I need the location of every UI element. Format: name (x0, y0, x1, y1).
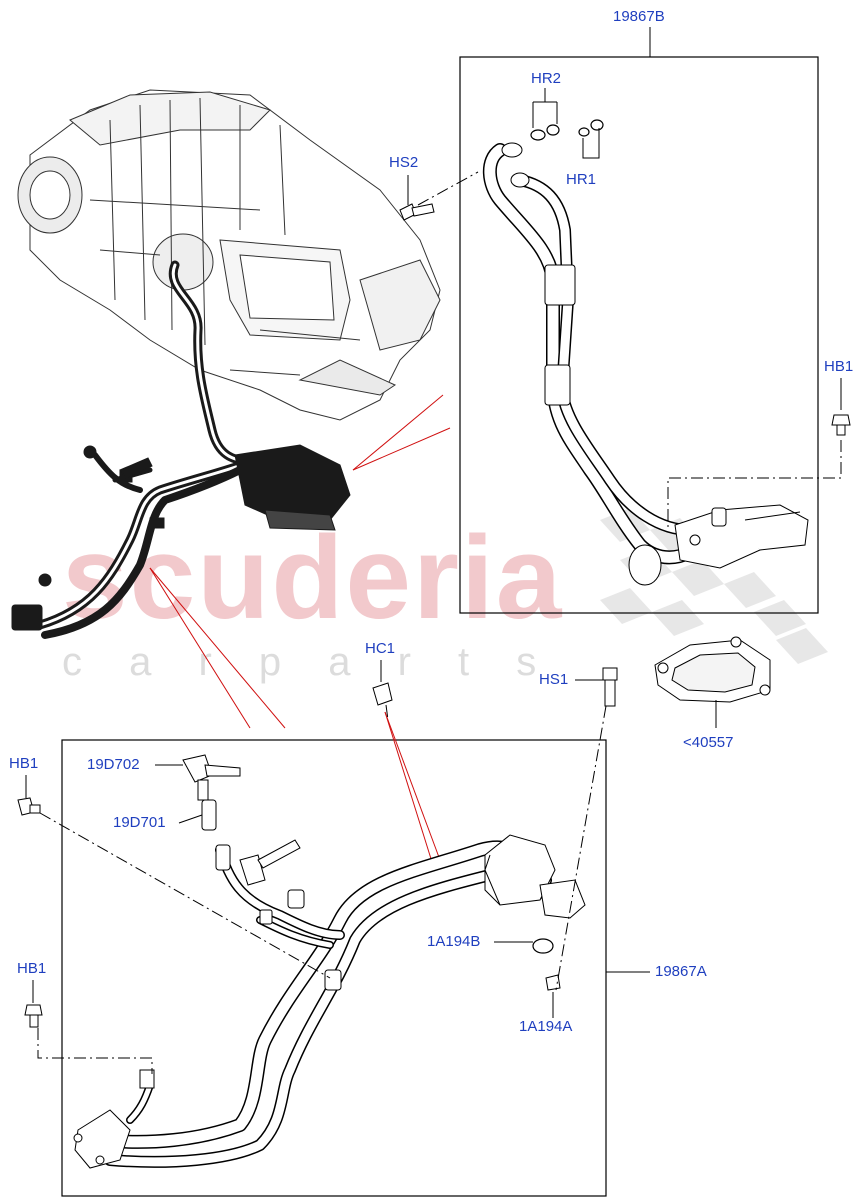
callout-HS2[interactable]: HS2 (389, 154, 419, 171)
pressure-switch (239, 839, 301, 886)
callout-HB1-left-top[interactable]: HB1 (9, 755, 39, 772)
red-leaders (149, 394, 451, 863)
pipe-19867A-parts (73, 834, 586, 1169)
bolt-HS2 (399, 203, 435, 221)
expansion-valve-block (674, 504, 809, 569)
pipe-19867B-sleeves (501, 142, 662, 586)
pipe-19867B (482, 143, 697, 565)
callout-HS1[interactable]: HS1 (539, 671, 569, 688)
hose-fittings-installed (11, 444, 351, 631)
bolt-HB1-right (831, 414, 851, 436)
o-ring-1A194B (532, 938, 554, 954)
bolt-HB1-left-bottom (24, 1004, 43, 1028)
callout-40557[interactable]: <40557 (683, 734, 734, 751)
gasket-40557 (654, 636, 771, 703)
callout-1A194B[interactable]: 1A194B (427, 933, 481, 950)
frame-19867A (61, 739, 607, 1197)
hose-assembly-installed (35, 260, 255, 639)
callout-leaders (25, 27, 842, 1018)
alignment-lines (37, 171, 842, 1074)
callout-HR1[interactable]: HR1 (566, 171, 597, 188)
clip-HC1 (372, 682, 393, 706)
callout-19D701[interactable]: 19D701 (113, 814, 166, 831)
callout-19867B[interactable]: 19867B (613, 8, 665, 25)
valve-19D701 (201, 799, 231, 871)
pipe-19867A (93, 840, 556, 1168)
sensor-19D702 (182, 754, 241, 801)
bolt-HB1-left-top (17, 797, 41, 816)
callout-HR2[interactable]: HR2 (531, 70, 562, 87)
callout-1A194A[interactable]: 1A194A (519, 1018, 573, 1035)
bolt-HS1 (602, 667, 618, 707)
callout-HB1-right[interactable]: HB1 (824, 358, 854, 375)
frame-19867B (459, 56, 819, 614)
watermark-subtitle: c a r p a r t s (62, 640, 555, 684)
callout-HB1-left-bottom[interactable]: HB1 (17, 960, 47, 977)
clip-1A194A (545, 974, 561, 991)
callout-19D702[interactable]: 19D702 (87, 756, 140, 773)
callout-HC1[interactable]: HC1 (365, 640, 396, 657)
callout-19867A[interactable]: 19867A (655, 963, 707, 980)
hvac-unit (17, 89, 441, 421)
o-rings-HR (530, 119, 604, 141)
